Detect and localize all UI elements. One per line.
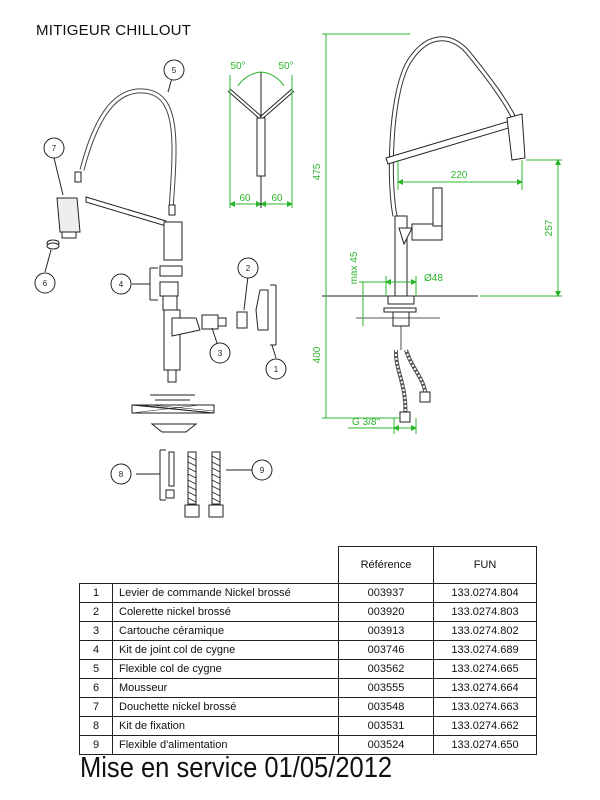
callout-1: 1 xyxy=(265,358,287,380)
technical-drawing: 1 2 3 4 5 6 7 8 9 50° 50° 60 60 xyxy=(34,33,562,518)
row-number: 5 xyxy=(79,659,113,679)
side-dimension-labels: 475 220 257 max 45 Ø48 400 G 3/8" xyxy=(312,163,555,428)
spout-height-label: 257 xyxy=(544,219,555,236)
row-fun: 133.0274.662 xyxy=(433,716,537,736)
table-header-row: Référence FUN xyxy=(79,546,537,584)
total-height-label: 475 xyxy=(312,163,323,180)
row-fun: 133.0274.650 xyxy=(433,735,537,755)
lever xyxy=(255,289,269,331)
commissioning-date: Mise en service 01/05/2012 xyxy=(80,752,393,784)
svg-text:60: 60 xyxy=(271,193,283,204)
shower-head xyxy=(56,197,81,233)
row-fun: 133.0274.689 xyxy=(433,640,537,660)
svg-text:7: 7 xyxy=(52,144,57,153)
table-row: 8 Kit de fixation 003531 133.0274.662 xyxy=(79,716,537,736)
top-view xyxy=(227,71,295,208)
page-title: MITIGEUR CHILLOUT xyxy=(36,22,192,39)
row-number: 3 xyxy=(79,621,113,641)
row-reference: 003524 xyxy=(338,735,434,755)
row-number: 8 xyxy=(79,716,113,736)
row-fun: 133.0274.802 xyxy=(433,621,537,641)
row-number: 2 xyxy=(79,602,113,622)
row-reference: 003562 xyxy=(338,659,434,679)
row-fun: 133.0274.663 xyxy=(433,697,537,717)
callout-8: 8 xyxy=(110,463,132,485)
diameter-label: Ø48 xyxy=(424,273,443,284)
fixing-rod xyxy=(168,451,175,487)
row-reference: 003746 xyxy=(338,640,434,660)
side-dimensions xyxy=(322,33,562,434)
svg-text:50°: 50° xyxy=(230,61,245,72)
table-row: 3 Cartouche céramique 003913 133.0274.80… xyxy=(79,621,537,641)
table-row: 7 Douchette nickel brossé 003548 133.027… xyxy=(79,697,537,717)
callout-2: 2 xyxy=(237,257,259,279)
row-reference: 003937 xyxy=(338,583,434,603)
exploded-view xyxy=(44,77,277,518)
top-view-labels: 50° 50° 60 60 xyxy=(230,61,293,204)
row-number: 1 xyxy=(79,583,113,603)
row-fun: 133.0274.665 xyxy=(433,659,537,679)
row-description: Flexible d'alimentation xyxy=(112,735,339,755)
thread-label: G 3/8" xyxy=(352,417,380,428)
max-deck-label: max 45 xyxy=(349,251,360,284)
spout-arm xyxy=(85,196,167,227)
spout-body xyxy=(163,221,183,261)
row-description: Mousseur xyxy=(112,678,339,698)
row-fun: 133.0274.664 xyxy=(433,678,537,698)
svg-text:4: 4 xyxy=(119,280,124,289)
svg-text:2: 2 xyxy=(246,264,251,273)
supply-hoses xyxy=(184,451,224,518)
row-description: Flexible col de cygne xyxy=(112,659,339,679)
row-number: 4 xyxy=(79,640,113,660)
svg-text:9: 9 xyxy=(260,466,265,475)
callout-9: 9 xyxy=(251,459,273,481)
parts-table: Référence FUN 1 Levier de commande Nicke… xyxy=(79,546,537,755)
row-description: Colerette nickel brossé xyxy=(112,602,339,622)
row-reference: 003548 xyxy=(338,697,434,717)
svg-text:1: 1 xyxy=(274,365,279,374)
svg-text:50°: 50° xyxy=(278,61,293,72)
table-row: 5 Flexible col de cygne 003562 133.0274.… xyxy=(79,659,537,679)
row-reference: 003913 xyxy=(338,621,434,641)
row-description: Kit de joint col de cygne xyxy=(112,640,339,660)
row-number: 7 xyxy=(79,697,113,717)
callout-4: 4 xyxy=(110,273,132,295)
row-reference: 003531 xyxy=(338,716,434,736)
svg-text:5: 5 xyxy=(172,66,177,75)
gooseneck-hose xyxy=(79,88,177,211)
header-fun: FUN xyxy=(433,546,537,584)
row-description: Cartouche céramique xyxy=(112,621,339,641)
seal-kit xyxy=(159,265,183,277)
row-fun: 133.0274.804 xyxy=(433,583,537,603)
row-description: Douchette nickel brossé xyxy=(112,697,339,717)
table-row: 9 Flexible d'alimentation 003524 133.027… xyxy=(79,735,537,755)
svg-text:3: 3 xyxy=(218,349,223,358)
row-description: Levier de commande Nickel brossé xyxy=(112,583,339,603)
callout-5: 5 xyxy=(163,59,185,81)
row-number: 6 xyxy=(79,678,113,698)
callout-6: 6 xyxy=(34,272,56,294)
svg-text:6: 6 xyxy=(43,279,48,288)
table-row: 1 Levier de commande Nickel brossé 00393… xyxy=(79,583,537,603)
callout-7: 7 xyxy=(43,137,65,159)
table-row: 2 Colerette nickel brossé 003920 133.027… xyxy=(79,602,537,622)
callouts: 1 2 3 4 5 6 7 8 9 xyxy=(34,59,287,485)
svg-text:8: 8 xyxy=(119,470,124,479)
table-row: 6 Mousseur 003555 133.0274.664 xyxy=(79,678,537,698)
cartridge xyxy=(201,314,219,330)
side-elevation xyxy=(322,36,526,423)
callout-3: 3 xyxy=(209,342,231,364)
row-description: Kit de fixation xyxy=(112,716,339,736)
row-fun: 133.0274.803 xyxy=(433,602,537,622)
hose-length-label: 400 xyxy=(312,346,323,363)
reach-label: 220 xyxy=(451,170,468,181)
row-reference: 003555 xyxy=(338,678,434,698)
row-reference: 003920 xyxy=(338,602,434,622)
svg-text:60: 60 xyxy=(239,193,251,204)
collar xyxy=(236,311,248,329)
table-row: 4 Kit de joint col de cygne 003746 133.0… xyxy=(79,640,537,660)
header-reference: Référence xyxy=(338,546,434,584)
